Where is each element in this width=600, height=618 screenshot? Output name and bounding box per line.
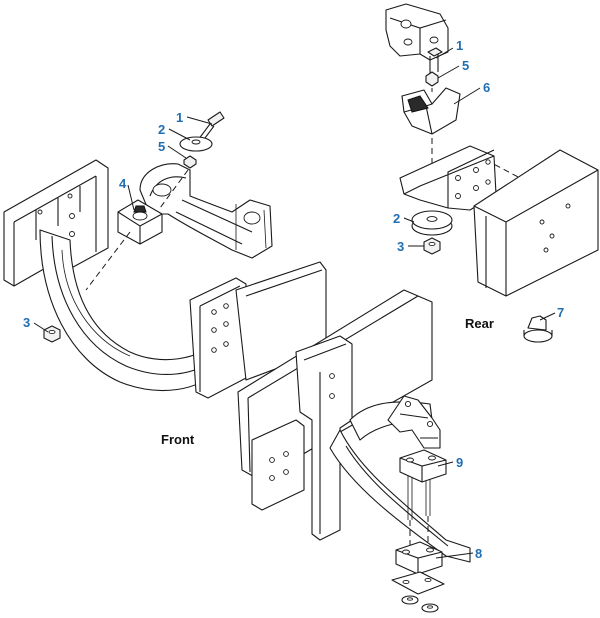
callout-front-3: 3	[23, 315, 30, 330]
rear-insulator-6	[401, 87, 461, 135]
callout-9: 9	[456, 455, 463, 470]
rear-bolt-1	[427, 47, 443, 74]
spacer-block-9	[399, 449, 447, 483]
callout-front-5: 5	[158, 139, 165, 154]
label-front: Front	[161, 432, 195, 447]
callout-front-2: 2	[158, 122, 165, 137]
spacer-block-8	[395, 541, 443, 575]
callout-rear-1: 1	[456, 38, 463, 53]
rear-nut-5	[425, 71, 439, 87]
rear-frame-rail	[473, 149, 599, 297]
front-nut-5	[183, 155, 197, 169]
lower-mount-bracket	[387, 395, 441, 546]
rear-upper-bracket	[385, 3, 449, 61]
label-rear: Rear	[465, 316, 494, 331]
callout-rear-3: 3	[397, 239, 404, 254]
lower-plate-and-washers	[391, 571, 445, 613]
front-nut-3	[43, 325, 61, 343]
callout-7: 7	[557, 305, 564, 320]
callout-rear-5: 5	[462, 58, 469, 73]
grommet-7	[523, 315, 553, 343]
callout-8: 8	[475, 546, 482, 561]
front-mount-bracket	[139, 163, 273, 259]
callout-front-4: 4	[119, 176, 127, 191]
rear-nut-3	[423, 237, 441, 255]
rear-mid-bracket	[399, 145, 497, 211]
callout-rear-2: 2	[393, 211, 400, 226]
leader-lines	[33, 47, 556, 559]
front-washer-2	[179, 136, 213, 152]
callout-front-1: 1	[176, 110, 183, 125]
rear-washer-2	[411, 210, 453, 236]
callout-rear-6: 6	[483, 80, 490, 95]
